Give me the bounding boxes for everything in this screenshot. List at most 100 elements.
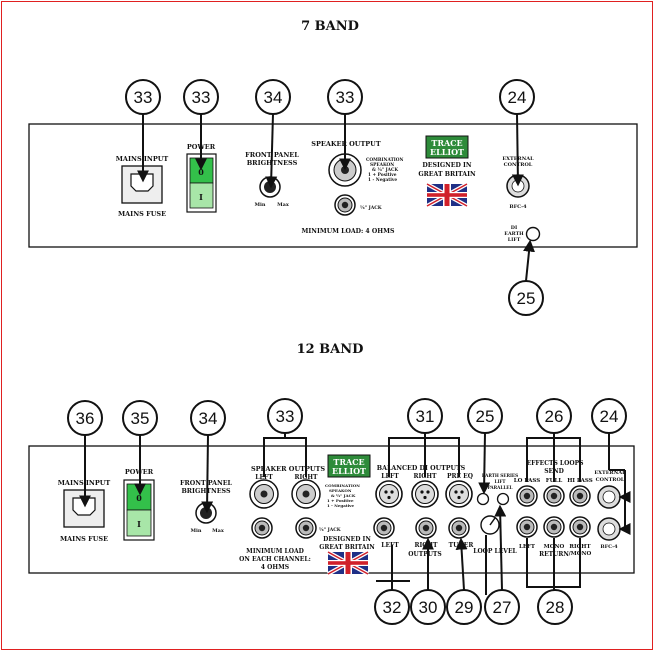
mains-fuse-label: MAINS FUSE bbox=[118, 210, 166, 218]
callout-7-mains-number: 33 bbox=[134, 88, 153, 107]
bal-left-label: LEFT bbox=[381, 473, 399, 480]
external-label-12: EXTERNAL bbox=[594, 470, 626, 476]
callout-7-external: 24 bbox=[499, 79, 535, 187]
great-britain-label-12: GREAT BRITAIN bbox=[319, 544, 375, 551]
min-label: Min bbox=[254, 202, 265, 208]
callout-12-outputs-number: 32 bbox=[383, 598, 402, 617]
lift-label: LIFT bbox=[508, 237, 521, 243]
speakon-label-12: SPEAKON bbox=[329, 488, 352, 493]
callout-7-speaker-number: 33 bbox=[336, 88, 355, 107]
callout-12-external: 24 bbox=[591, 398, 627, 434]
parallel-label: PARALLEL bbox=[488, 485, 513, 490]
max-label: Max bbox=[277, 202, 290, 208]
positive-label: 1 + Positive bbox=[368, 173, 397, 178]
callout-7-earth-lift: 25 bbox=[508, 239, 544, 316]
callout-12-external-number: 24 bbox=[600, 407, 619, 426]
callout-12-tuner: 29 bbox=[446, 537, 482, 625]
earth-label: EARTH bbox=[504, 231, 524, 237]
min-label-12: Min bbox=[190, 528, 201, 534]
designed-in-label-12: DESIGNED IN bbox=[323, 536, 371, 543]
callout-7-external-number: 24 bbox=[508, 88, 527, 107]
callout-7-power-number: 33 bbox=[192, 88, 211, 107]
callout-12-outputs: 32 bbox=[374, 589, 410, 625]
title-12-band: 12 BAND bbox=[297, 342, 364, 357]
callout-7-power: 33 bbox=[183, 79, 219, 171]
callout-12-mains-number: 36 bbox=[76, 409, 95, 428]
four-ohms-label: 4 OHMS bbox=[261, 564, 289, 571]
callout-7-earth-lift-number: 25 bbox=[517, 289, 536, 308]
callout-12-earth-lift: 25 bbox=[467, 398, 503, 495]
negative-label: 1 - Negative bbox=[368, 178, 397, 183]
earth-series-label: EARTH SERIES bbox=[482, 473, 518, 478]
callout-12-loop-level-number: 27 bbox=[493, 598, 512, 617]
callout-7-brightness: 34 bbox=[255, 79, 291, 189]
callout-12-return: 28 bbox=[537, 589, 573, 625]
callout-12-return-number: 28 bbox=[546, 598, 565, 617]
callout-12-speaker-number: 33 bbox=[276, 407, 295, 426]
callout-12-send: 26 bbox=[536, 398, 572, 434]
logo-text-2: ELLIOT bbox=[430, 147, 464, 157]
out-left-label: LEFT bbox=[381, 542, 399, 549]
designed-in-label: DESIGNED IN bbox=[422, 162, 472, 169]
callout-12-right-out-number: 30 bbox=[419, 598, 438, 617]
combination-label: COMBINATION bbox=[366, 158, 404, 163]
great-britain-label: GREAT BRITAIN bbox=[418, 171, 476, 178]
callout-12-balanced-number: 31 bbox=[416, 407, 435, 426]
speakon-label: SPEAKON bbox=[370, 163, 394, 168]
callout-12-mains: 36 bbox=[67, 400, 103, 508]
logo-text-1: TRACE bbox=[431, 138, 462, 148]
speaker-right-label: RIGHT bbox=[294, 474, 318, 481]
trace-elliot-logo bbox=[425, 135, 469, 159]
callout-12-brightness: 34 bbox=[190, 400, 226, 514]
mains-fuse-label-12: MAINS FUSE bbox=[60, 535, 108, 543]
callout-12-balanced: 31 bbox=[407, 398, 443, 434]
callout-12-tuner-number: 29 bbox=[455, 598, 474, 617]
switch-off-mark: 0 bbox=[198, 167, 204, 177]
control-label-12: CONTROL bbox=[596, 477, 625, 483]
bfc4-label: BFC-4 bbox=[509, 204, 527, 210]
max-label-12: Max bbox=[212, 528, 225, 534]
front-panel-label-12: FRONT PANEL bbox=[180, 480, 233, 487]
title-7-band: 7 BAND bbox=[301, 19, 359, 34]
loop-level-label: LOOP LEVEL bbox=[473, 548, 517, 555]
switch-on-mark-12: I bbox=[137, 519, 141, 529]
trace-elliot-logo-12 bbox=[327, 454, 371, 478]
logo-text-1-12: TRACE bbox=[333, 457, 364, 467]
callout-12-send-number: 26 bbox=[545, 407, 564, 426]
quarter-jack-label-12: ¼" JACK bbox=[319, 526, 342, 533]
callout-12-loop-level: 27 bbox=[484, 504, 520, 625]
negative-label-12: 1 - Negative bbox=[327, 503, 355, 508]
positive-label-12: 1 + Positive bbox=[327, 498, 354, 503]
earth-lift-label-12: LIFT bbox=[495, 479, 507, 484]
jack-combo-label-12: & ¼" JACK bbox=[331, 493, 356, 498]
switch-on-mark: I bbox=[199, 192, 203, 202]
minimum-load-label: MINIMUM LOAD: 4 OHMS bbox=[302, 228, 395, 235]
minimum-load-label-12: MINIMUM LOAD bbox=[246, 548, 304, 555]
logo-text-2-12: ELLIOT bbox=[332, 466, 366, 476]
callout-12-right-out: 30 bbox=[410, 537, 446, 625]
series-parallel-switch bbox=[496, 492, 510, 506]
speaker-left-label: LEFT bbox=[255, 474, 273, 481]
outputs-label: OUTPUTS bbox=[408, 551, 441, 558]
each-channel-label: ON EACH CHANNEL: bbox=[239, 556, 311, 563]
jack-combo-label: & ¼" JACK bbox=[372, 167, 398, 173]
di-label: DI bbox=[511, 225, 518, 231]
callout-7-brightness-number: 34 bbox=[264, 88, 283, 107]
leader-lines-12 bbox=[263, 432, 581, 596]
bfc4-label-12: BFC-4 bbox=[600, 544, 618, 550]
switch-off-mark-12: 0 bbox=[136, 493, 142, 503]
callout-7-speaker: 33 bbox=[327, 79, 363, 171]
callout-12-power-number: 35 bbox=[131, 409, 150, 428]
combination-label-12: COMBINATION bbox=[325, 483, 360, 488]
callout-12-earth-lift-number: 25 bbox=[476, 407, 495, 426]
speaker-output-label: SPEAKER OUTPUT bbox=[311, 140, 381, 148]
quarter-jack-label: ¼" JACK bbox=[360, 204, 383, 211]
callout-7-mains: 33 bbox=[125, 79, 161, 183]
callout-12-speaker: 33 bbox=[267, 398, 303, 434]
callout-12-power: 35 bbox=[122, 400, 158, 496]
speaker-outputs-label: SPEAKER OUTPUTS bbox=[251, 465, 325, 473]
balanced-di-label: BALANCED DI OUTPUTS bbox=[377, 465, 466, 472]
